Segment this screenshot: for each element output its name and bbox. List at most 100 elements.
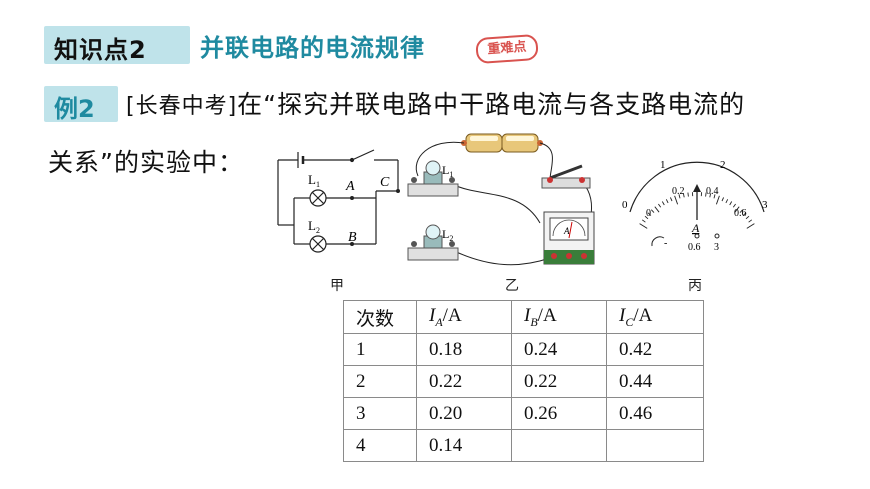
label-c: C: [380, 175, 390, 190]
dial-tick: [742, 212, 747, 216]
label-yi-l1: L1: [442, 163, 453, 179]
cell-ia: 0.20: [416, 397, 512, 430]
knowledge-point-title: 并联电路的电流规律: [200, 34, 425, 62]
dial-tick: [669, 197, 673, 202]
cell-ic: 0.44: [606, 365, 704, 398]
dial-tick: [654, 206, 660, 213]
dial-tick: [725, 199, 729, 204]
table-row: 2 0.22 0.22 0.44: [343, 365, 704, 398]
knowledge-point-label: 知识点2: [54, 36, 147, 64]
dial-tick: [746, 223, 755, 229]
switch-blade: [351, 149, 375, 161]
dial-tick: [745, 215, 750, 220]
dial-tick: [639, 223, 648, 229]
scale-top-3: 3: [762, 199, 768, 211]
cell-ib: 0.26: [511, 397, 607, 430]
dial-tick: [661, 201, 665, 206]
dial-tick: [721, 197, 725, 202]
scale-bottom-3: 0.6: [734, 208, 747, 219]
header-ib: IB/A: [511, 300, 607, 334]
node-b: [350, 242, 354, 246]
dial-tick: [713, 194, 716, 199]
label-yi-l2: L2: [442, 227, 453, 243]
header-ia: IA/A: [416, 300, 512, 334]
dial-tick: [739, 209, 744, 213]
dial-tick: [644, 215, 649, 220]
knowledge-point-badge: 知识点2: [44, 26, 190, 64]
bulb-l1-symbol: [309, 189, 327, 207]
bulb-l2-holder: [407, 224, 459, 261]
node-c: [396, 189, 400, 193]
label-l1: L1: [308, 172, 320, 189]
cell-trial: 3: [343, 397, 417, 430]
dial-tick: [658, 203, 662, 208]
bulb-l1-holder: [407, 160, 459, 197]
cell-ib: 0.24: [511, 333, 607, 366]
scale-top-2: 2: [720, 159, 726, 171]
caption-bing: 丙: [688, 278, 702, 294]
scale-bottom-2: 0.4: [706, 186, 719, 197]
example-badge-label: 例2: [54, 95, 95, 123]
table-row: 4 0.14: [343, 429, 704, 462]
dial-tick: [650, 209, 655, 213]
dial-tick: [687, 192, 689, 197]
header-ic: IC/A: [606, 300, 704, 334]
dial-tick: [641, 219, 646, 223]
caption-yi: 乙: [505, 278, 519, 294]
dial-tick: [647, 212, 652, 216]
dial-tick: [732, 203, 736, 208]
dial-tick: [682, 193, 685, 198]
label-l2: L2: [308, 218, 320, 235]
table-row: 1 0.18 0.24 0.42: [343, 333, 704, 366]
dial-tick: [734, 206, 740, 213]
question-line-1: [长春中考]在“探究并联电路中干路电流与各支路电流的: [126, 85, 745, 121]
scale-top-0: 0: [622, 199, 628, 211]
header-trial: 次数: [343, 300, 417, 334]
cell-ic: 0.42: [606, 333, 704, 366]
figure-jia-circuit-diagram: L1 L2 A B C: [277, 149, 400, 253]
cell-ia: 0.14: [416, 429, 512, 462]
cell-trial: 2: [343, 365, 417, 398]
example-badge: 例2: [44, 86, 118, 123]
cell-ic: [606, 429, 704, 462]
cell-ib: 0.22: [511, 365, 607, 398]
difficulty-stamp: 重难点: [475, 33, 539, 65]
figure-yi-physical-circuit: L1 L2 A: [407, 133, 595, 266]
scale-bottom-1: 0.2: [672, 186, 685, 197]
scale-bottom-0: 0: [646, 208, 651, 219]
terminal-negative: -: [664, 238, 667, 249]
dial-tick: [678, 194, 681, 199]
label-b: B: [348, 230, 357, 245]
terminal-0-6: 0.6: [688, 242, 701, 253]
cell-trial: 4: [343, 429, 417, 462]
dial-tick: [709, 193, 712, 198]
cell-ia: 0.22: [416, 365, 512, 398]
question-line-2: 关系”的实验中：: [48, 148, 244, 177]
cell-trial: 1: [343, 333, 417, 366]
node-a: [350, 196, 354, 200]
scale-top-1: 1: [660, 159, 666, 171]
battery-pack: [461, 133, 543, 153]
dial-tick: [674, 195, 679, 205]
figure-bing-ammeter-dial: 0 1 2 3 0 0.2 0.4 0.6 A - 0.6 3: [622, 159, 768, 253]
cell-ic: 0.46: [606, 397, 704, 430]
table-row: 3 0.20 0.26 0.46: [343, 397, 704, 430]
cell-ia: 0.18: [416, 333, 512, 366]
bulb-l2-symbol: [309, 235, 327, 253]
question-source: [长春中考]: [126, 94, 238, 119]
dial-arc: [629, 161, 765, 213]
caption-jia: 甲: [330, 278, 344, 294]
dial-tick: [665, 199, 669, 204]
table-header-row: 次数 IA/A IB/A IC/A: [343, 300, 704, 334]
ammeter: [543, 211, 595, 265]
dial-unit: A: [691, 221, 700, 235]
dial-tick: [705, 192, 707, 197]
current-data-table: 次数 IA/A IB/A IC/A 1 0.18 0.24 0.42 2 0.2…: [343, 300, 704, 462]
label-a: A: [345, 179, 355, 194]
terminal-3: 3: [714, 242, 719, 253]
dial-tick: [748, 219, 753, 223]
cell-ib: [511, 429, 607, 462]
dial-tick: [729, 201, 733, 206]
dial-tick: [715, 195, 720, 205]
ammeter-label: A: [563, 226, 570, 236]
